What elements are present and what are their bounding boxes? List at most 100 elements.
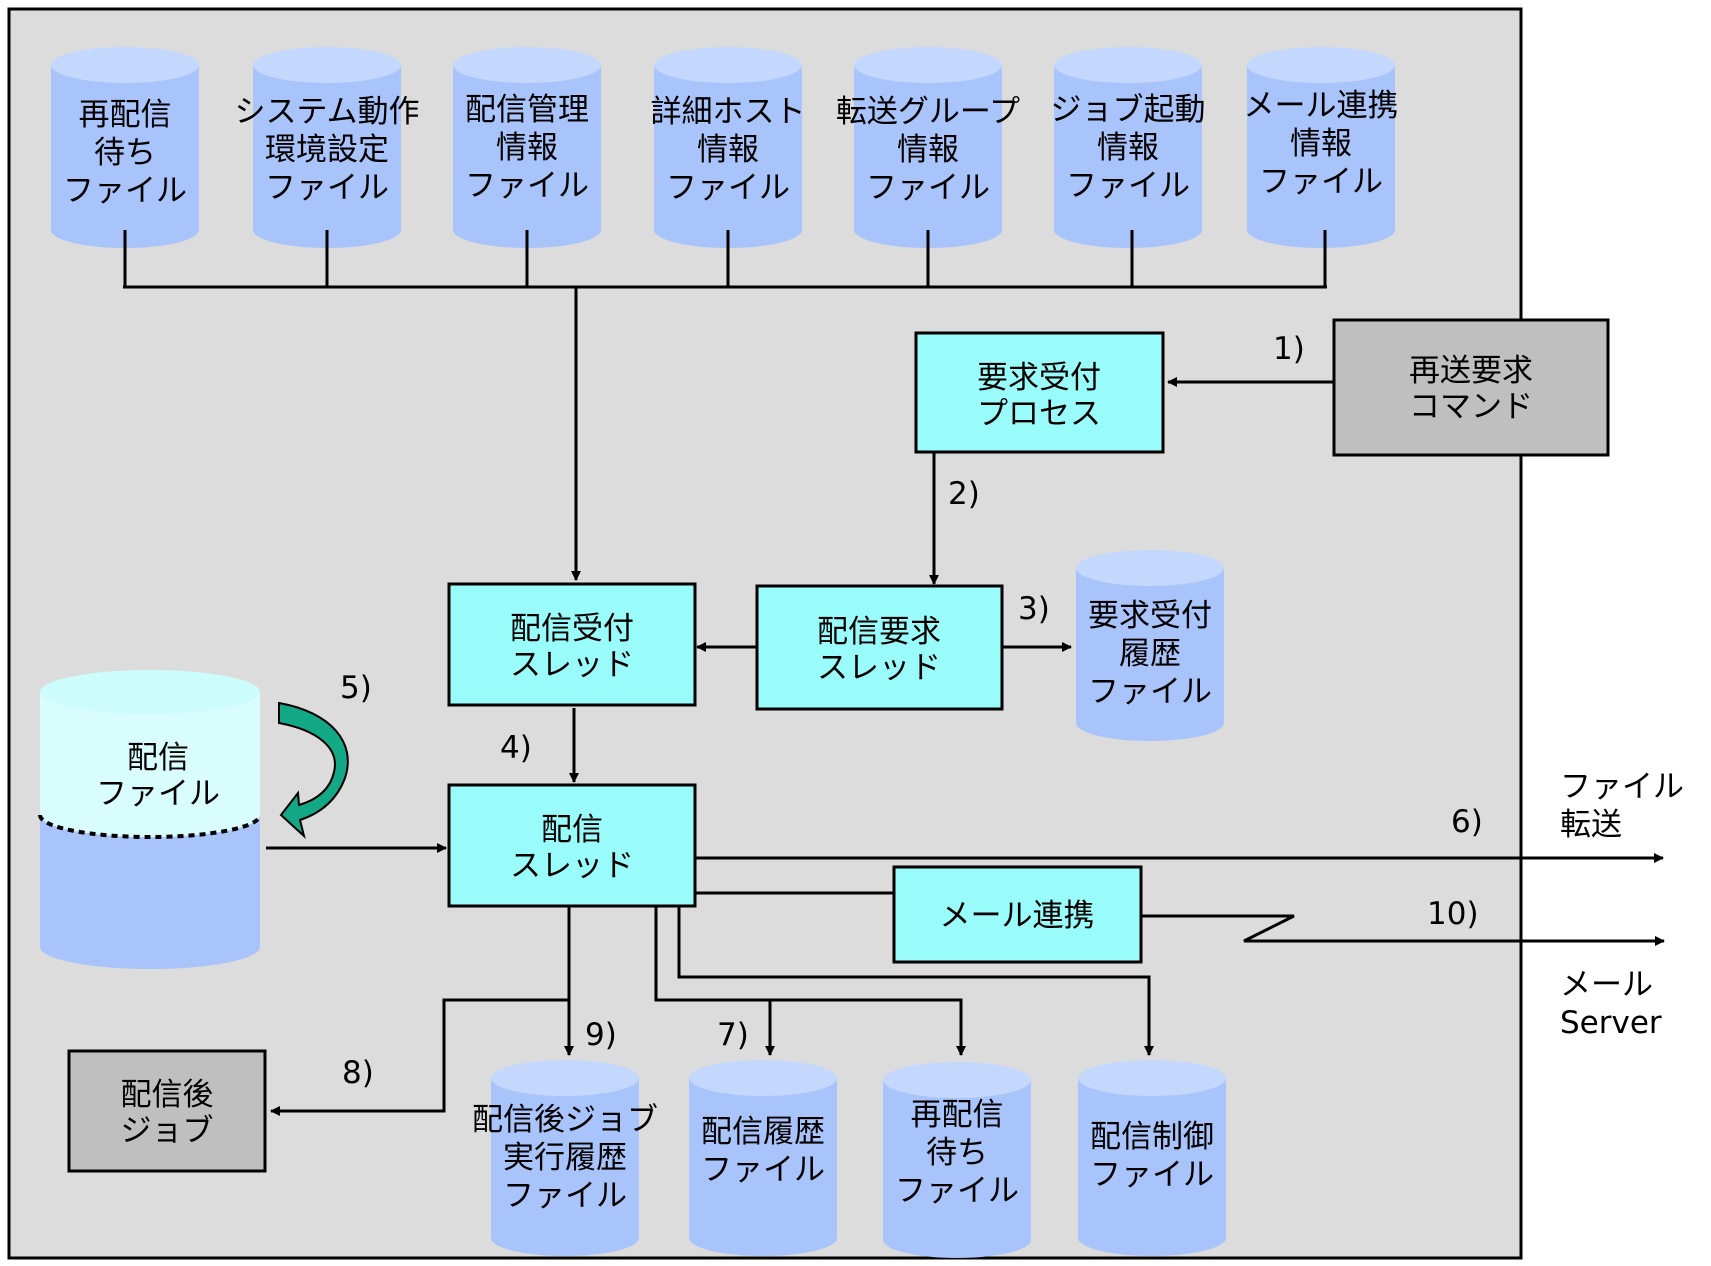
label-line: 配信後ジョブ — [472, 1102, 658, 1138]
cylinder-label: 再配信待ちファイル — [63, 97, 187, 209]
top-file-db-6: ジョブ起動情報ファイル — [1051, 47, 1206, 248]
label-line: プロセス — [977, 396, 1101, 432]
label-line: ファイル — [63, 173, 187, 209]
label-line: スレッド — [817, 650, 941, 686]
cylinder-body — [1247, 65, 1395, 248]
step-8-label: 8) — [342, 1055, 374, 1091]
distribution-file-db: 配信ファイル — [38, 670, 262, 969]
top-file-db-7: メール連携情報ファイル — [1244, 47, 1399, 248]
label-line: スレッド — [510, 647, 634, 683]
distribution-thread: 配信スレッド — [447, 783, 697, 908]
label-line: 待ち — [926, 1135, 988, 1171]
label-line: ファイル — [1090, 1157, 1214, 1193]
label-line: ジョブ起動 — [1051, 92, 1206, 128]
request-accept-process: 要求受付プロセス — [914, 331, 1165, 454]
top-file-db-1: 再配信待ちファイル — [51, 47, 199, 248]
label-line: 再配信 — [79, 97, 172, 133]
label-line: スレッド — [510, 848, 634, 884]
step-4-label: 4) — [500, 730, 532, 766]
svg-text:配信ファイル: 配信ファイル — [96, 740, 220, 812]
cylinder-body — [854, 65, 1002, 248]
label-line: ファイル — [666, 170, 790, 206]
cylinder-body — [491, 1078, 639, 1256]
cylinder-label: 要求受付履歴ファイル — [1088, 598, 1212, 710]
label-line: メール連携 — [940, 898, 1095, 934]
cylinder-body — [453, 65, 601, 248]
cylinder-label: 転送グループ情報ファイル — [836, 94, 1020, 206]
label-line: 詳細ホスト — [651, 94, 806, 130]
step-2-label: 2) — [948, 476, 980, 512]
post-distribution-job: 配信後ジョブ — [67, 1049, 267, 1173]
label-line: 配信管理 — [465, 92, 589, 128]
svg-text:配信スレッド: 配信スレッド — [510, 812, 634, 884]
flow-arrows — [266, 287, 1665, 1116]
cylinder-body — [1078, 1078, 1226, 1256]
step-10-label: 10) — [1427, 896, 1479, 932]
label-line: ファイル — [1088, 674, 1212, 710]
label-line: 再配信 — [911, 1097, 1004, 1133]
cylinder-top — [491, 1060, 639, 1096]
svg-text:要求受付プロセス: 要求受付プロセス — [977, 360, 1101, 432]
svg-text:メール連携: メール連携 — [940, 898, 1095, 934]
svg-text:再送要求コマンド: 再送要求コマンド — [1409, 353, 1533, 425]
label-line: 配信履歴 — [701, 1114, 825, 1150]
label-line: メール連携 — [1244, 88, 1399, 124]
cylinder-body — [654, 65, 802, 248]
label-line: コマンド — [1409, 389, 1533, 425]
distribution-accept-thread: 配信受付スレッド — [447, 582, 697, 707]
label-line: 配信受付 — [510, 611, 634, 647]
label-line: ファイル — [866, 170, 990, 206]
label-line: 再送要求 — [1409, 353, 1533, 389]
cylinder-label: 配信制御ファイル — [1090, 1119, 1214, 1193]
label-line: 情報 — [697, 132, 759, 168]
file-transfer-label: ファイル転送 — [1560, 769, 1684, 843]
cylinder-label: 詳細ホスト情報ファイル — [651, 94, 806, 206]
cylinder-top — [854, 47, 1002, 83]
cylinder-body — [253, 65, 401, 248]
svg-text:配信後ジョブ: 配信後ジョブ — [121, 1077, 214, 1149]
label-line: 情報 — [1097, 130, 1159, 166]
label-line: ファイル — [503, 1178, 627, 1214]
label-line: 情報 — [1290, 126, 1352, 162]
cylinder-body — [51, 65, 199, 248]
cylinder-top — [1054, 47, 1202, 83]
mail-link-process: メール連携 — [892, 865, 1143, 964]
svg-text:配信要求スレッド: 配信要求スレッド — [817, 614, 941, 686]
label-line: ファイル — [1066, 168, 1190, 204]
label-line: 履歴 — [1119, 636, 1181, 672]
label-line: 配信制御 — [1090, 1119, 1214, 1155]
label-line: ファイル — [895, 1173, 1019, 1209]
label-line: 配信 — [541, 812, 603, 848]
cylinder-top — [1247, 47, 1395, 83]
step-5-label: 5) — [340, 670, 372, 706]
cylinder-label: 配信履歴ファイル — [701, 1114, 825, 1188]
cylinder-body — [1054, 65, 1202, 248]
resend-request-command: 再送要求コマンド — [1332, 318, 1610, 457]
top-file-db-4: 詳細ホスト情報ファイル — [651, 47, 806, 248]
top-file-db-5: 転送グループ情報ファイル — [836, 47, 1020, 248]
post-job-history-db: 配信後ジョブ実行履歴ファイル — [472, 1060, 658, 1256]
label-line: 情報 — [496, 130, 558, 166]
step-6-label: 6) — [1451, 804, 1483, 840]
label-line: 転送 — [1560, 807, 1622, 843]
cylinder-label: メール連携情報ファイル — [1244, 88, 1399, 200]
label-line: 環境設定 — [265, 132, 389, 168]
label-line: 配信 — [127, 740, 189, 776]
label-line: ジョブ — [121, 1113, 214, 1149]
label-line: 情報 — [897, 132, 959, 168]
label-line: 配信後 — [121, 1077, 214, 1113]
top-file-db-3: 配信管理情報ファイル — [453, 47, 601, 248]
step-3-label: 3) — [1018, 591, 1050, 627]
label-line: 実行履歴 — [503, 1140, 627, 1176]
label-line: ファイル — [701, 1152, 825, 1188]
cylinder-body — [883, 1080, 1031, 1258]
cylinder-label: 再配信待ちファイル — [895, 1097, 1019, 1209]
label-line: ファイル — [465, 168, 589, 204]
label-line: Server — [1560, 1005, 1662, 1041]
top-file-bus — [123, 230, 1327, 289]
label-line: 要求受付 — [977, 360, 1101, 396]
cylinder-top — [1078, 1060, 1226, 1096]
cylinder-top — [689, 1060, 837, 1096]
